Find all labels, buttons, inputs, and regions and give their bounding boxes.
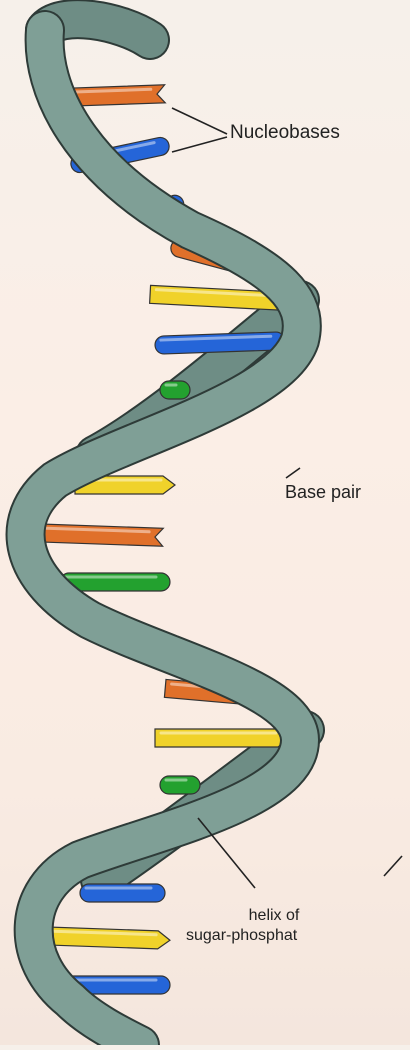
nucleobase-blue [155,332,286,355]
base-pair-label: Base pair [285,482,361,503]
nucleobase-orange [33,524,164,547]
nucleobase-green [160,776,200,794]
nucleobases-label: Nucleobases [230,122,340,144]
leader-line [172,137,227,152]
nucleobase-blue [80,884,165,902]
nucleobase-yellow [155,729,290,747]
leader-line [286,468,300,478]
nucleobase-yellow [40,927,171,950]
leader-line [172,108,227,134]
leader-line [384,856,402,876]
helix-label-line2: sugar-phosphat [186,926,297,946]
nucleobase-green [160,381,190,399]
helix-label-line1: helix of [232,906,316,926]
